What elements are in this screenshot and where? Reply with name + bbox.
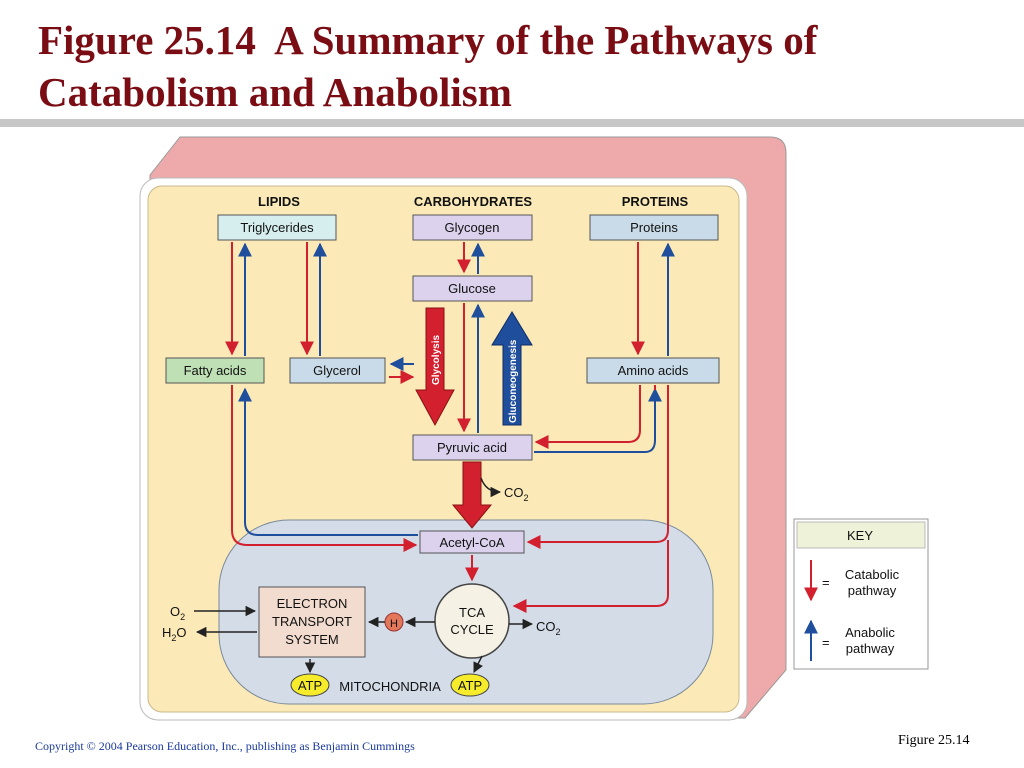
svg-text:Acetyl-CoA: Acetyl-CoA <box>439 535 504 550</box>
key-catabolic-equals: = <box>822 575 830 590</box>
svg-text:H: H <box>390 618 398 630</box>
h2o-label: H2O <box>162 625 187 643</box>
node-proteins: Proteins <box>589 214 719 241</box>
svg-text:Fatty acids: Fatty acids <box>184 363 247 378</box>
header-lipids: LIPIDS <box>258 194 300 209</box>
arrow-pyruvic-to-amino <box>534 387 662 453</box>
svg-text:Pyruvic acid: Pyruvic acid <box>437 440 507 455</box>
svg-text:ATP: ATP <box>458 678 482 693</box>
svg-text:ATP: ATP <box>298 678 322 693</box>
node-hydrogen: H <box>384 612 404 632</box>
key-anabolic-line2: pathway <box>846 641 895 656</box>
key-anabolic-equals: = <box>822 635 830 650</box>
arrow-co2-release-pyruvic <box>480 477 502 498</box>
co2-tca: CO2 <box>536 619 561 637</box>
arrow-acetyl-to-fatty <box>238 387 418 536</box>
node-glycerol: Glycerol <box>289 357 386 384</box>
node-triglycerides: Triglycerides <box>217 214 337 241</box>
arrow-tca-to-atp <box>473 655 483 673</box>
o2-label: O2 <box>170 604 185 622</box>
node-atp-right: ATP <box>450 673 490 697</box>
svg-text:Glucose: Glucose <box>448 281 496 296</box>
node-atp-left: ATP <box>290 673 330 697</box>
node-electron-transport-system: ELECTRON TRANSPORT SYSTEM <box>258 586 366 658</box>
node-acetyl-coa: Acetyl-CoA <box>419 530 525 554</box>
slide-title: Figure 25.14 A Summary of the Pathways o… <box>38 14 817 118</box>
node-amino-acids: Amino acids <box>586 357 720 384</box>
svg-text:TRANSPORT: TRANSPORT <box>272 614 352 629</box>
arrow-amino-to-pyruvic <box>534 385 641 449</box>
svg-text:Amino acids: Amino acids <box>618 363 689 378</box>
node-glucose: Glucose <box>412 275 533 302</box>
node-pyruvic-acid: Pyruvic acid <box>412 434 533 461</box>
header-carbohydrates: CARBOHYDRATES <box>414 194 533 209</box>
svg-text:Glycogen: Glycogen <box>445 220 500 235</box>
title-line-1: Figure 25.14 A Summary of the Pathways o… <box>38 17 818 63</box>
key-catabolic-line2: pathway <box>848 583 897 598</box>
title-rule <box>0 119 1024 127</box>
svg-text:SYSTEM: SYSTEM <box>285 632 338 647</box>
node-glycogen: Glycogen <box>412 214 533 241</box>
key-catabolic-line1: Catabolic <box>845 567 900 582</box>
title-line-2: Catabolism and Anabolism <box>38 69 512 115</box>
svg-text:Proteins: Proteins <box>630 220 678 235</box>
figure-reference: Figure 25.14 <box>898 733 970 748</box>
copyright-notice: Copyright © 2004 Pearson Education, Inc.… <box>35 739 415 753</box>
mitochondria-label: MITOCHONDRIA <box>339 679 441 694</box>
node-tca-cycle: TCA CYCLE <box>434 583 510 659</box>
gluconeogenesis-arrow <box>491 311 533 426</box>
svg-text:TCA: TCA <box>459 605 485 620</box>
key-box: KEY = Catabolic pathway = Anabolic pathw… <box>793 518 929 670</box>
glycolysis-arrow <box>415 307 455 427</box>
svg-text:ELECTRON: ELECTRON <box>277 596 348 611</box>
key-title: KEY <box>847 528 873 543</box>
arrow-pyruvic-to-acetyl <box>451 461 493 529</box>
svg-text:Triglycerides: Triglycerides <box>240 220 314 235</box>
header-proteins: PROTEINS <box>622 194 689 209</box>
gluconeogenesis-label: Gluconeogenesis <box>508 339 519 423</box>
arrow-amino-to-acetyl <box>528 385 669 542</box>
arrow-fatty-to-acetyl <box>231 385 418 552</box>
node-fatty-acids: Fatty acids <box>165 357 265 384</box>
glycolysis-label: Glycolysis <box>431 335 442 385</box>
svg-text:CYCLE: CYCLE <box>450 622 494 637</box>
key-anabolic-line1: Anabolic <box>845 625 895 640</box>
arrow-amino-to-tca <box>512 540 669 613</box>
co2-pyruvic: CO2 <box>504 485 529 503</box>
svg-text:Glycerol: Glycerol <box>313 363 361 378</box>
